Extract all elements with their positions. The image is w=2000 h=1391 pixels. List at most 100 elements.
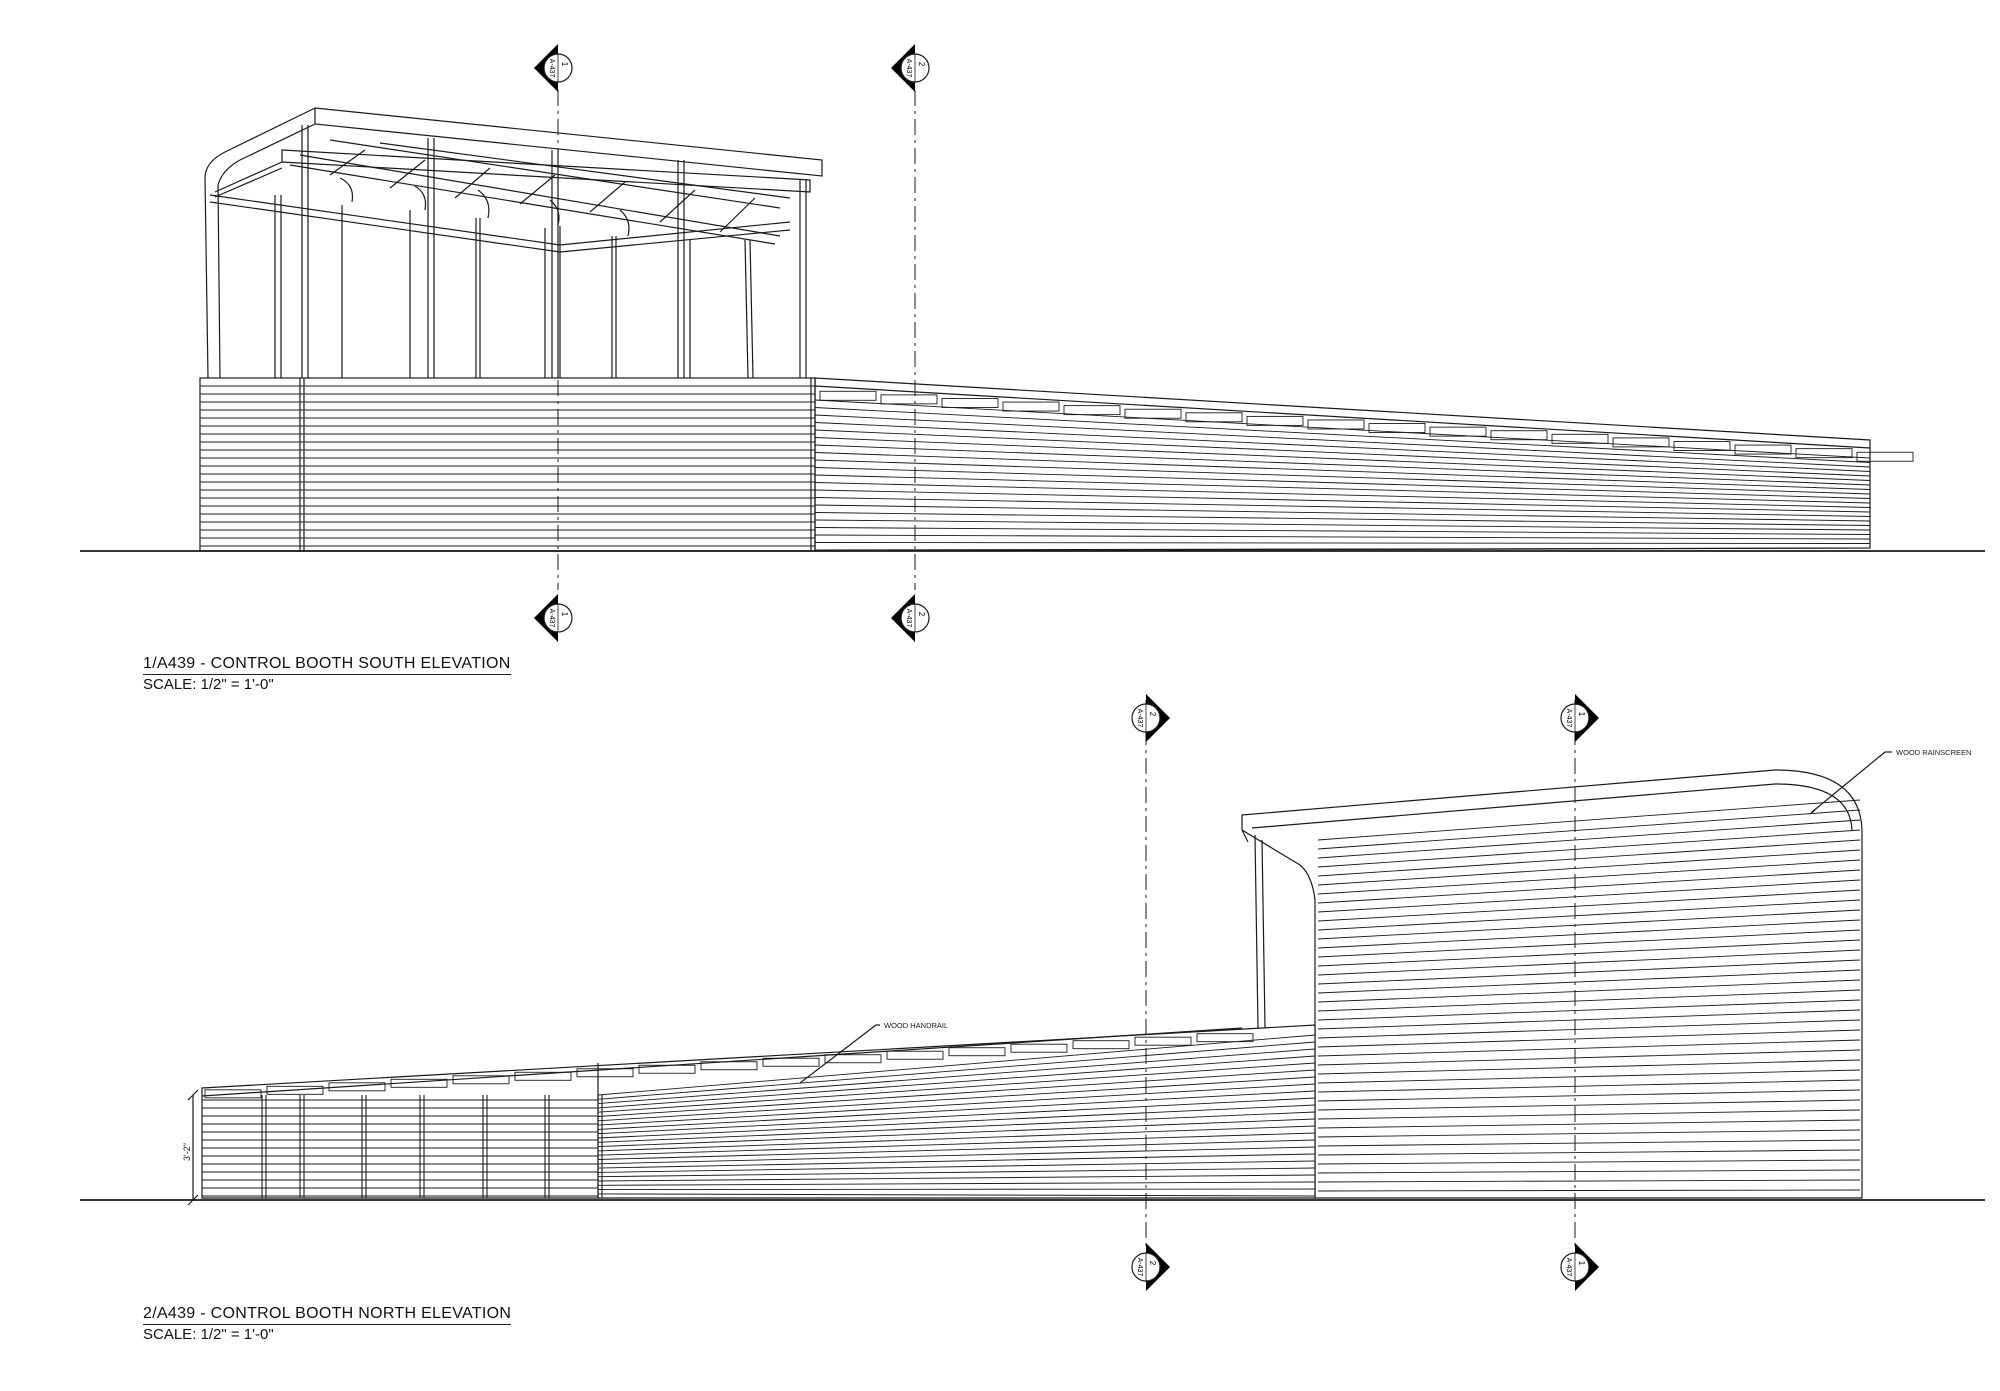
siding-board-line (597, 1048, 1316, 1105)
siding-board-line (1317, 859, 1861, 895)
marker-number: 2 (1148, 712, 1157, 717)
marker-sheet: A-437 (1136, 709, 1143, 728)
siding-board-line (814, 482, 1871, 508)
siding-board-line (1317, 1009, 1861, 1030)
marker-sheet: A-437 (1136, 1258, 1143, 1277)
siding-board-line (814, 444, 1871, 486)
siding-board-line (814, 407, 1871, 463)
handrail-callout (799, 1024, 880, 1084)
vent-slot (1307, 419, 1365, 430)
siding-board-line (597, 1041, 1316, 1100)
siding-board-line (814, 547, 1871, 551)
siding-board-line (597, 1146, 1316, 1165)
siding-board-line (1317, 879, 1861, 913)
siding-board-line (814, 534, 1871, 540)
siding-board-line (597, 1174, 1316, 1182)
siding-board-line (1317, 1029, 1861, 1048)
siding-board-line (814, 542, 1871, 544)
vent-slot (1612, 437, 1670, 448)
siding-board-line (597, 1125, 1316, 1152)
siding-board-line (597, 1181, 1316, 1186)
vent-slot (328, 1082, 386, 1092)
vent-slot (1196, 1033, 1254, 1043)
vent-slot (824, 1054, 882, 1064)
vent-slot (1134, 1036, 1192, 1046)
north-booth-wall (1241, 769, 1863, 1199)
section-marker-north-bottom-1: 1 A-437 (1560, 1243, 1599, 1291)
rainscreen-label: WOOD RAINSCREEN (1896, 748, 1971, 757)
siding-board-line (1317, 1089, 1861, 1102)
siding-board-line (1317, 909, 1861, 940)
marker-number: 1 (1577, 712, 1586, 717)
siding-board-line (1317, 1019, 1861, 1039)
siding-board-line (1317, 899, 1861, 931)
marker-sheet: A-437 (905, 59, 912, 78)
vent-slot (762, 1057, 820, 1067)
siding-board-line (1317, 809, 1861, 850)
siding-board-line (597, 1034, 1316, 1096)
vent-slot (880, 394, 938, 405)
siding-board-line (814, 437, 1871, 481)
vent-slot (886, 1050, 944, 1060)
siding-board-line (597, 1193, 1316, 1197)
vent-slot (576, 1068, 634, 1078)
vent-slot (948, 1047, 1006, 1057)
siding-board-line (1317, 1169, 1861, 1174)
siding-board-line (597, 1160, 1316, 1173)
siding-board-line (1317, 1149, 1861, 1156)
siding-board-line (814, 429, 1871, 477)
siding-board-line (814, 459, 1871, 495)
dimension-label: 3'-2" (182, 1143, 192, 1161)
siding-board-line (597, 1076, 1316, 1122)
marker-number: 1 (560, 612, 569, 617)
siding-board-line (1317, 1059, 1861, 1075)
vent-slot (941, 398, 999, 408)
siding-board-line (814, 527, 1871, 535)
marker-number: 2 (917, 612, 926, 617)
south-elevation-title-block: 1/A439 - CONTROL BOOTH SOUTH ELEVATION S… (143, 655, 511, 693)
section-marker-north-top-2: 2 A-437 (1131, 694, 1170, 742)
siding-board-line (1317, 999, 1861, 1021)
siding-board-line (1317, 869, 1861, 904)
siding-board-line (1317, 969, 1861, 994)
siding-board-line (597, 1055, 1316, 1109)
siding-board-line (597, 1104, 1316, 1139)
siding-board-line (1317, 979, 1861, 1003)
vent-slot (1490, 430, 1548, 441)
siding-board-line (1317, 1159, 1861, 1165)
siding-board-line (597, 1132, 1316, 1156)
siding-board-line (814, 467, 1871, 499)
siding-board-line (597, 1069, 1316, 1117)
siding-board-line (1317, 1079, 1861, 1093)
siding-board-line (1317, 889, 1861, 922)
siding-board-line (1317, 799, 1861, 841)
vent-slot (1856, 451, 1914, 462)
siding-board-line (814, 414, 1871, 468)
siding-board-line (814, 474, 1871, 504)
section-marker-south-bottom-1: 1 A-437 (534, 594, 573, 642)
south-elevation-title: 1/A439 - CONTROL BOOTH SOUTH ELEVATION (143, 655, 511, 675)
siding-board-line (597, 1118, 1316, 1148)
siding-board-line (814, 489, 1871, 513)
vent-slot (1072, 1040, 1130, 1050)
dimension-3-2 (187, 1089, 199, 1206)
vent-slot (1429, 426, 1487, 437)
section-marker-north-top-1: 1 A-437 (1560, 694, 1599, 742)
siding-board-line (1317, 1179, 1861, 1183)
siding-board-line (1317, 1119, 1861, 1129)
siding-board-line (597, 1062, 1316, 1113)
vent-slot (452, 1075, 510, 1085)
siding-board-line (597, 1090, 1316, 1130)
siding-board-line (814, 512, 1871, 526)
vent-slot (1673, 441, 1731, 451)
vent-slot (390, 1078, 448, 1088)
vent-slot (1010, 1043, 1068, 1053)
siding-board-line (1317, 919, 1861, 949)
north-ramp-wall (201, 1024, 1316, 1199)
vent-slot (1002, 401, 1060, 412)
vent-slot (266, 1085, 324, 1095)
vent-slot (204, 1089, 262, 1099)
siding-board-line (1317, 1099, 1861, 1111)
